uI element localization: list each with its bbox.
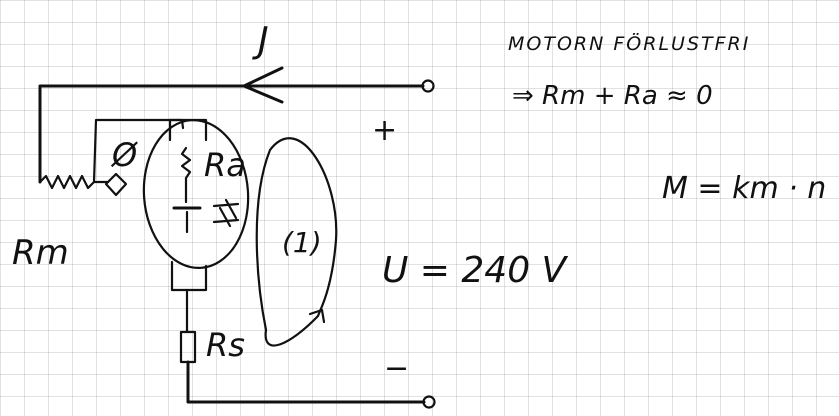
series-resistor	[179, 330, 197, 364]
voltage-label: U = 240 V	[382, 250, 569, 291]
motor-housing	[142, 118, 250, 270]
positive-terminal	[421, 79, 435, 93]
flux-label: Ø	[110, 136, 138, 174]
mesh-loop-arrow	[255, 137, 338, 347]
current-label: J	[252, 20, 269, 61]
armature-resistance-symbol	[180, 146, 192, 204]
flux-diamond-symbol	[104, 172, 128, 197]
implication-equation: ⇒ Rm + Ra ≈ 0	[512, 81, 713, 111]
bottom-return-wire	[186, 360, 426, 404]
armature-resistance-label: Ra	[204, 146, 246, 184]
mesh-loop-arrowhead	[308, 308, 326, 324]
plus-sign: +	[372, 113, 397, 148]
bottom-brush	[170, 260, 208, 292]
field-resistance-label: Rm	[12, 233, 69, 273]
mesh-loop-label: (1)	[282, 226, 322, 259]
top-supply-wire	[38, 84, 425, 184]
negative-terminal	[422, 395, 436, 409]
field-resistor-zigzag	[38, 174, 110, 190]
top-brush	[168, 118, 208, 142]
current-arrow	[242, 66, 284, 104]
emf-symbol	[212, 198, 240, 228]
minus-sign: −	[384, 351, 409, 386]
torque-equation: M = km · n	[662, 171, 826, 206]
field-to-armature-wire	[92, 118, 185, 184]
series-resistance-label: Rs	[206, 326, 245, 364]
motor-note: MOTORN FÖRLUSTFRI	[508, 32, 750, 55]
